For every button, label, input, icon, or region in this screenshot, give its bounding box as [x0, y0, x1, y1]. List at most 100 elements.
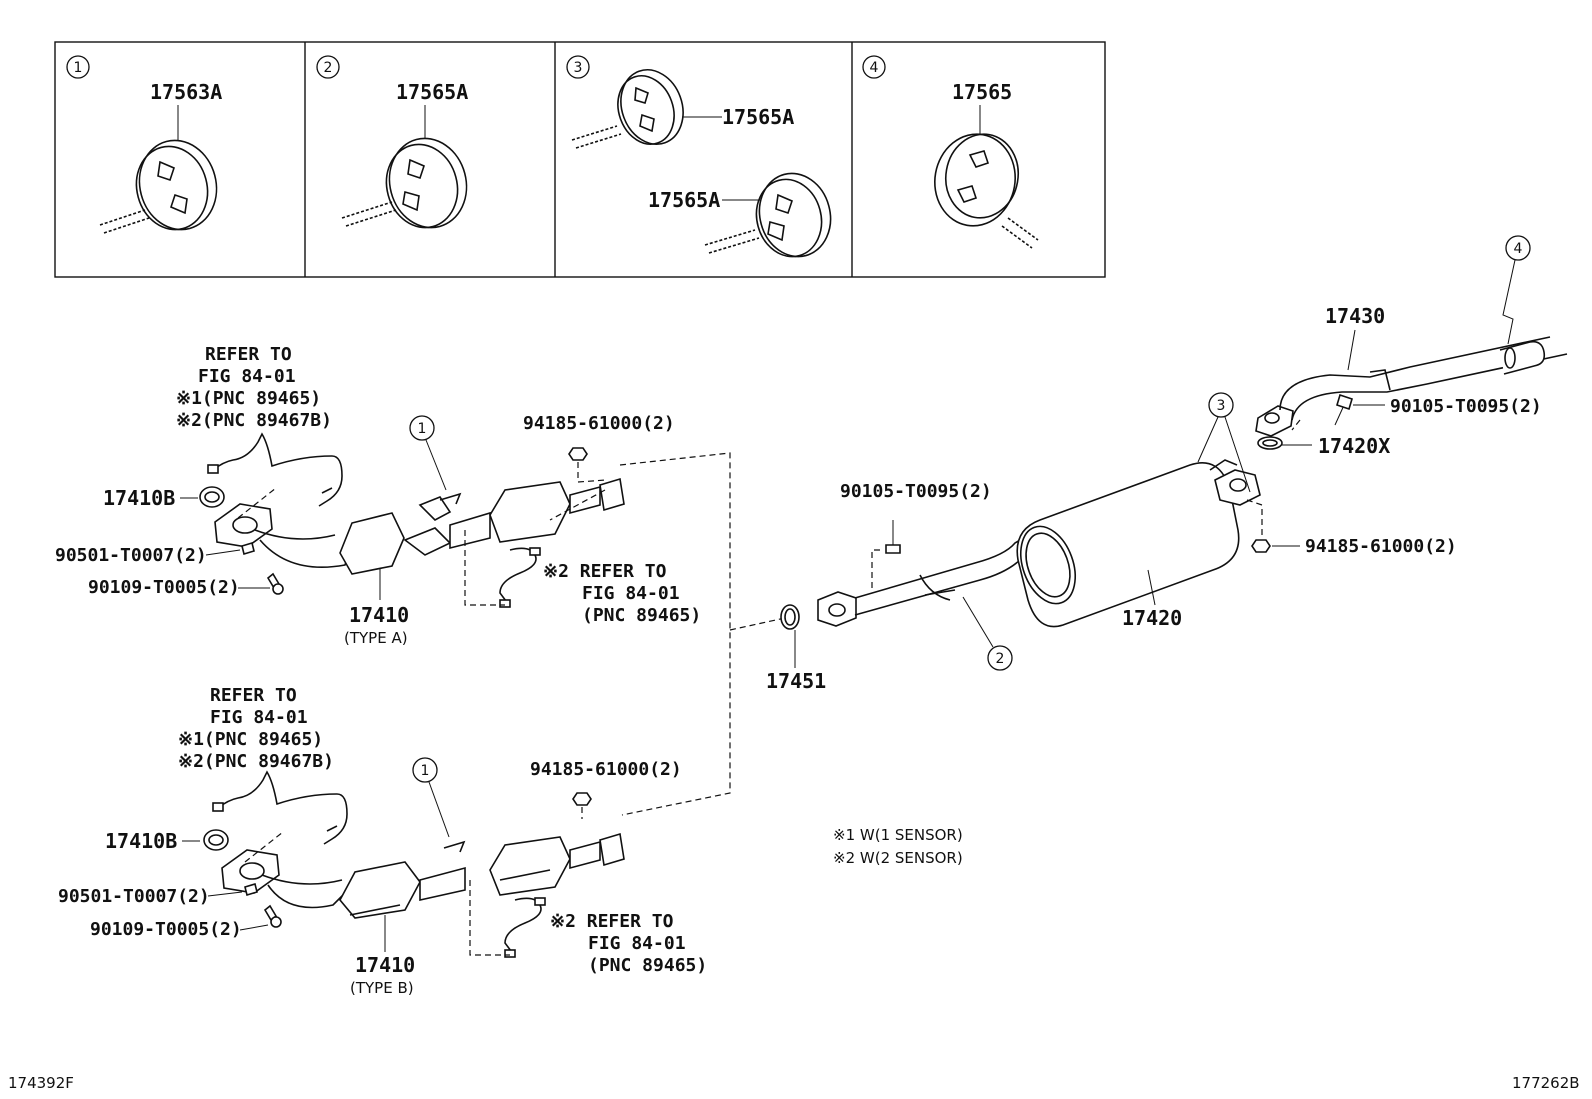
- type-b-sensor-refer-2: FIG 84-01: [588, 933, 686, 954]
- type-a-gasket-label: 17410B: [103, 486, 175, 510]
- type-a-sensor-refer-1: ※2 REFER TO: [543, 561, 667, 582]
- type-a-catalytic-converter-1: [339, 512, 405, 575]
- inset-4: 4 17565: [862, 55, 1039, 249]
- type-a-nut: [568, 447, 588, 461]
- hanger-cushion-17565a-3: [704, 172, 832, 258]
- inset-1-number-circle: [66, 55, 90, 79]
- type-a-sensor-refer-2: FIG 84-01: [582, 583, 680, 604]
- type-a-refer-line-3: ※1(PNC 89465): [176, 388, 321, 409]
- type-a-nut-label: 94185-61000(2): [523, 413, 675, 434]
- inset-1-number: 1: [74, 60, 83, 76]
- type-a-type-label: (TYPE A): [344, 629, 408, 647]
- inset-4-number: 4: [870, 60, 879, 76]
- center-bolt: [885, 520, 901, 554]
- inset-3-part-label-top: 17565A: [722, 105, 794, 129]
- muffler-callout-2: 2: [996, 651, 1005, 667]
- type-b-refer-line-1: REFER TO: [210, 685, 297, 706]
- type-b-sensor-refer-3: (PNC 89465): [588, 955, 707, 976]
- type-b-nut: [572, 792, 592, 806]
- type-a-refer-line-4: ※2(PNC 89467B): [176, 410, 332, 431]
- inset-3-part-label-bottom: 17565A: [648, 188, 720, 212]
- type-b-refer-line-2: FIG 84-01: [210, 707, 308, 728]
- muffler-callout-2-circle: [987, 645, 1013, 671]
- tail-bolt: [1334, 393, 1353, 426]
- tail-pipe: [1255, 336, 1568, 437]
- type-a-callout-1-circle: [409, 415, 435, 441]
- type-b-callout-1-circle: [412, 757, 438, 783]
- center-bolt-label: 90105-T0095(2): [840, 481, 992, 502]
- type-b-oxygen-sensor-2: [504, 897, 546, 958]
- muffler-callout-3-circle: [1208, 392, 1234, 418]
- hanger-cushion-17565a-2: [571, 69, 684, 149]
- ring-label: 17451: [766, 669, 826, 693]
- tail-pipe-label: 17430: [1325, 304, 1385, 328]
- type-b-oxygen-sensor-1: [212, 770, 348, 845]
- type-a-gasket: [199, 486, 225, 508]
- type-a-bolt: [266, 572, 284, 595]
- center-pipe: [817, 524, 1051, 627]
- type-a-group: REFER TO FIG 84-01 ※1(PNC 89465) ※2(PNC …: [55, 344, 701, 647]
- type-b-nut-label: 94185-61000(2): [530, 759, 682, 780]
- type-a-exhaust-pipe: [214, 477, 625, 575]
- inset-3-number: 3: [574, 60, 583, 76]
- inset-2-part-label: 17565A: [396, 80, 468, 104]
- type-b-gasket-label: 17410B: [105, 829, 177, 853]
- inset-1: 1 17563A: [66, 55, 222, 234]
- type-b-exhaust-pipe: [221, 832, 625, 919]
- type-b-group: REFER TO FIG 84-01 ※1(PNC 89465) ※2(PNC …: [58, 685, 707, 997]
- footer-left-code: 174392F: [8, 1074, 74, 1092]
- inset-4-number-circle: [862, 55, 886, 79]
- type-b-bolt-label: 90109-T0005(2): [90, 919, 242, 940]
- connection-lines: [619, 452, 786, 816]
- inset-panel: [54, 41, 1106, 278]
- type-b-type-label: (TYPE B): [350, 979, 414, 997]
- type-b-refer-line-3: ※1(PNC 89465): [178, 729, 323, 750]
- type-b-pipe-label: 17410: [355, 953, 415, 977]
- inset-2-number-circle: [316, 55, 340, 79]
- tail-bolt-label: 90105-T0095(2): [1390, 396, 1542, 417]
- type-a-sensor-refer-3: (PNC 89465): [582, 605, 701, 626]
- inset-3-number-circle: [566, 55, 590, 79]
- hanger-cushion-17565a-1: [341, 137, 468, 229]
- type-b-stud-bolt: [244, 882, 258, 897]
- type-b-gasket: [203, 829, 229, 851]
- ring-17451: 17451: [766, 604, 826, 693]
- tail-callout-4-circle: [1505, 235, 1531, 261]
- type-b-callout-1: 1: [421, 763, 430, 779]
- muffler-nut: [1251, 539, 1271, 553]
- footer-right-code: 177262B: [1512, 1074, 1580, 1092]
- type-b-stud-label: 90501-T0007(2): [58, 886, 210, 907]
- inset-2: 2 17565A: [316, 55, 468, 229]
- type-a-catalytic-converter-2: [489, 481, 571, 543]
- legend-line-1: ※1 W(1 SENSOR): [833, 826, 963, 844]
- type-a-stud-label: 90501-T0007(2): [55, 545, 207, 566]
- type-a-refer-line-2: FIG 84-01: [198, 366, 296, 387]
- muffler-label: 17420: [1122, 606, 1182, 630]
- type-a-oxygen-sensor-2: [499, 547, 541, 608]
- type-a-refer-line-1: REFER TO: [205, 344, 292, 365]
- inset-4-part-label: 17565: [952, 80, 1012, 104]
- type-a-oxygen-sensor-1: [207, 432, 343, 507]
- tail-gasket: [1257, 436, 1283, 450]
- hanger-cushion-17565: [934, 133, 1039, 249]
- tail-callout-4: 4: [1514, 241, 1523, 257]
- type-a-callout-1: 1: [418, 421, 427, 437]
- tail-gasket-label: 17420X: [1318, 434, 1390, 458]
- muffler-body: [1016, 459, 1261, 628]
- type-b-refer-line-4: ※2(PNC 89467B): [178, 751, 334, 772]
- inset-3: 3 17565A 17565A: [566, 55, 832, 258]
- type-a-pipe-label: 17410: [349, 603, 409, 627]
- type-a-bolt-label: 90109-T0005(2): [88, 577, 240, 598]
- type-b-bolt: [263, 904, 282, 928]
- muffler-callout-3: 3: [1217, 398, 1226, 414]
- hanger-cushion-17563a: [99, 139, 218, 234]
- legend-line-2: ※2 W(2 SENSOR): [833, 849, 963, 867]
- type-b-catalytic-converter-2: [489, 836, 571, 896]
- type-a-stud-bolt: [241, 541, 255, 556]
- muffler-nut-label: 94185-61000(2): [1305, 536, 1457, 557]
- inset-1-part-label: 17563A: [150, 80, 222, 104]
- type-b-sensor-refer-1: ※2 REFER TO: [550, 911, 674, 932]
- inset-2-number: 2: [324, 60, 333, 76]
